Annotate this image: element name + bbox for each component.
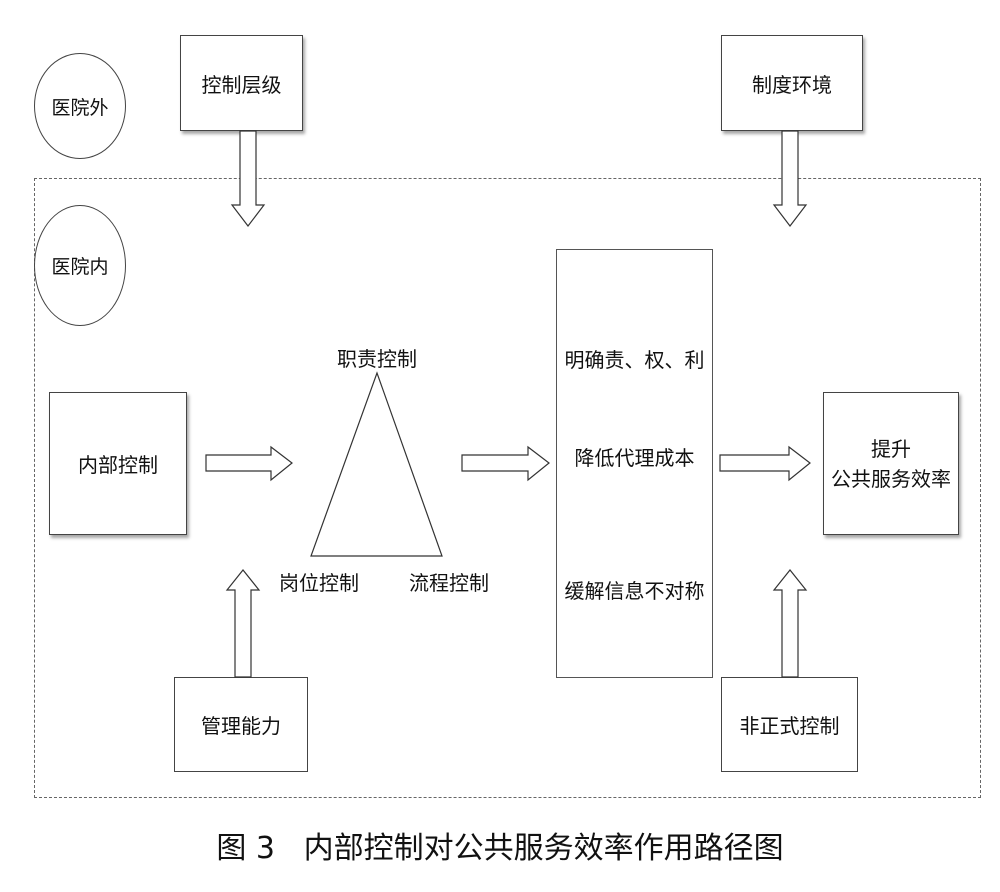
outcome-line1: 提升 [871, 436, 911, 461]
control-level-label: 控制层级 [201, 72, 282, 97]
outside-hospital-label: 医院外 [51, 96, 109, 119]
inside-hospital-label: 医院内 [51, 256, 109, 278]
down-arrow-control-level [230, 130, 266, 227]
institutional-environment-label: 制度环境 [752, 72, 832, 97]
hospital-inside-boundary [34, 178, 981, 798]
down-arrow-institutional-environment [772, 130, 808, 227]
informal-control-box: 非正式控制 [721, 677, 858, 772]
right-arrow-triangle-to-mechanism [461, 445, 550, 482]
management-ability-box: 管理能力 [174, 677, 308, 772]
triangle-right-label: 流程控制 [409, 571, 489, 595]
management-ability-label: 管理能力 [201, 714, 281, 738]
right-arrow-mechanism-to-outcome [719, 445, 811, 482]
triangle-left-label: 岗位控制 [279, 571, 359, 595]
inside-hospital-circle: 医院内 [34, 205, 126, 326]
internal-control-box: 内部控制 [49, 392, 187, 535]
informal-control-label: 非正式控制 [739, 714, 840, 738]
mechanism-clarify-rights: 明确责、权、利 [564, 348, 705, 372]
up-arrow-management-ability [225, 569, 261, 678]
mechanism-ease-information-asymmetry: 缓解信息不对称 [564, 579, 705, 603]
mechanism-reduce-agency-cost: 降低代理成本 [574, 446, 695, 470]
internal-control-label: 内部控制 [78, 453, 158, 477]
outcome-box: 提升 公共服务效率 [823, 392, 959, 535]
mechanism-box [556, 249, 713, 678]
outcome-line2: 公共服务效率 [831, 466, 951, 491]
control-level-box: 控制层级 [180, 35, 303, 131]
triangle-top-label: 职责控制 [337, 347, 417, 371]
right-arrow-internal-to-triangle [205, 445, 293, 482]
figure-caption: 图 3 内部控制对公共服务效率作用路径图 [216, 831, 784, 866]
outside-hospital-circle: 医院外 [34, 53, 126, 159]
control-triangle [310, 371, 443, 557]
up-arrow-informal-control [772, 569, 808, 678]
